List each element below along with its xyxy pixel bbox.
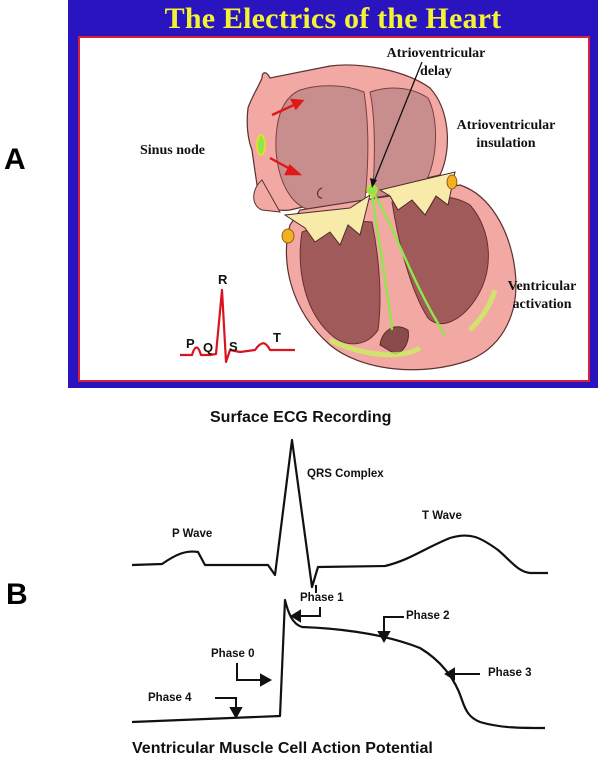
phase3-arrowhead — [444, 667, 455, 681]
panel-label-a: A — [4, 143, 26, 176]
mini-ecg-s: S — [229, 339, 238, 354]
action-potential-trace — [131, 598, 546, 730]
phase2-arrowhead — [377, 631, 391, 644]
mini-ecg-q: Q — [203, 340, 214, 355]
label-av-delay-line1: Atrioventricular — [386, 46, 486, 61]
label-phase-2: Phase 2 — [406, 610, 450, 622]
mini-ecg-t: T — [273, 330, 281, 345]
panel-a-heart-diagram: The Electrics of the Heart — [68, 0, 598, 388]
phase-arrows — [215, 585, 480, 720]
phase4-arrowhead — [229, 707, 243, 720]
mini-ecg-r: R — [218, 272, 228, 287]
label-qrs-complex: QRS Complex — [307, 468, 384, 480]
label-t-wave: T Wave — [422, 510, 462, 522]
panel-label-b: B — [6, 578, 28, 611]
surface-ecg-title: Surface ECG Recording — [210, 409, 392, 426]
label-phase-1: Phase 1 — [300, 592, 344, 604]
label-av-delay-line2: delay — [420, 64, 452, 79]
heart-illustration-frame — [78, 36, 590, 382]
phase0-arrowhead — [260, 673, 273, 687]
label-av-insulation-line2: insulation — [476, 136, 536, 151]
label-ventricular-activation-line1: Ventricular — [507, 279, 577, 294]
label-phase-3: Phase 3 — [488, 667, 532, 679]
label-ventricular-activation-line2: activation — [512, 297, 572, 312]
phase1-arrowhead — [290, 609, 301, 623]
label-av-delay: Atrioventricular delay — [386, 45, 486, 81]
surface-ecg-trace — [131, 438, 548, 589]
label-sinus-node: Sinus node — [140, 143, 205, 158]
label-av-insulation: Atrioventricular insulation — [452, 117, 560, 153]
label-phase-0: Phase 0 — [211, 648, 255, 660]
label-p-wave: P Wave — [172, 528, 213, 540]
label-phase-4: Phase 4 — [148, 692, 192, 704]
label-ventricular-activation: Ventricular activation — [502, 278, 582, 314]
mini-ecg-p: P — [186, 336, 195, 351]
action-potential-title: Ventricular Muscle Cell Action Potential — [132, 740, 433, 757]
panel-a-title: The Electrics of the Heart — [164, 2, 502, 35]
label-av-insulation-line1: Atrioventricular — [456, 118, 556, 133]
